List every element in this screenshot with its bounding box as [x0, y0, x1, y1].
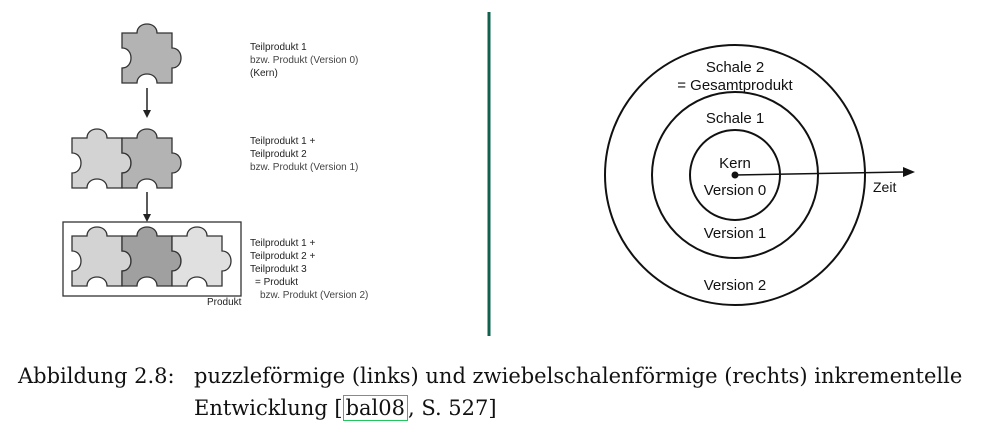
description-line: = Produkt: [255, 277, 298, 288]
caption-label: Abbildung 2.8:: [18, 364, 175, 388]
shell-1-label: Schale 1: [706, 110, 764, 127]
description-line: Teilprodukt 1: [250, 42, 307, 53]
description-line: bzw. Produkt (Version 2): [260, 290, 368, 301]
version-2-label: Version 2: [704, 277, 767, 294]
puzzle-piece-1: [121, 128, 182, 189]
core-label: Kern: [719, 155, 751, 172]
product-frame: [62, 221, 242, 297]
citation-link[interactable]: bal08: [342, 395, 408, 421]
time-axis-label: Zeit: [873, 179, 896, 195]
shell-2-sublabel: = Gesamtprodukt: [677, 77, 793, 94]
version-0-label: Version 0: [704, 182, 767, 199]
caption-text-line-2: Entwicklung [bal08, S. 527]: [194, 392, 497, 424]
description-line: Teilprodukt 1 +: [250, 238, 315, 249]
shell-2-label: Schale 2: [706, 59, 764, 76]
onion-figure: Schale 2 = Gesamtprodukt Schale 1 Kern V…: [604, 44, 915, 306]
puzzle-piece-3: [171, 226, 232, 287]
version-1-label: Version 1: [704, 225, 767, 242]
time-axis-arrowhead: [903, 167, 915, 177]
arrow-1-head: [143, 110, 151, 118]
product-box-label: Produkt: [207, 297, 242, 308]
step-2-description: Teilprodukt 1 + Teilprodukt 2 bzw. Produ…: [250, 136, 358, 173]
puzzle-step-3: Produkt: [62, 221, 242, 308]
caption-text-suffix: , S. 527]: [407, 396, 497, 420]
description-line: Teilprodukt 1 +: [250, 136, 315, 147]
description-line: Teilprodukt 2 +: [250, 251, 315, 262]
caption-text-prefix: Entwicklung [: [194, 396, 343, 420]
puzzle-figure: Produkt Teilprodukt 1 bzw. Produkt (Vers…: [62, 23, 368, 308]
step-3-description: Teilprodukt 1 + Teilprodukt 2 + Teilprod…: [250, 238, 368, 301]
puzzle-step-1: [121, 23, 182, 84]
arrow-2-head: [143, 214, 151, 222]
description-line: Teilprodukt 2: [250, 149, 307, 160]
caption-text-line-1: puzzleförmige (links) und zwiebelschalen…: [194, 364, 963, 388]
description-line: bzw. Produkt (Version 0): [250, 55, 358, 66]
description-line: bzw. Produkt (Version 1): [250, 162, 358, 173]
puzzle-piece-1: [121, 23, 182, 84]
description-line: Teilprodukt 3: [250, 264, 307, 275]
step-1-description: Teilprodukt 1 bzw. Produkt (Version 0) (…: [250, 42, 358, 79]
puzzle-step-2: [71, 128, 182, 189]
description-line: (Kern): [250, 68, 278, 79]
figure: Produkt Teilprodukt 1 bzw. Produkt (Vers…: [62, 12, 915, 336]
time-axis: [734, 171, 906, 176]
origin-point: [731, 171, 739, 179]
